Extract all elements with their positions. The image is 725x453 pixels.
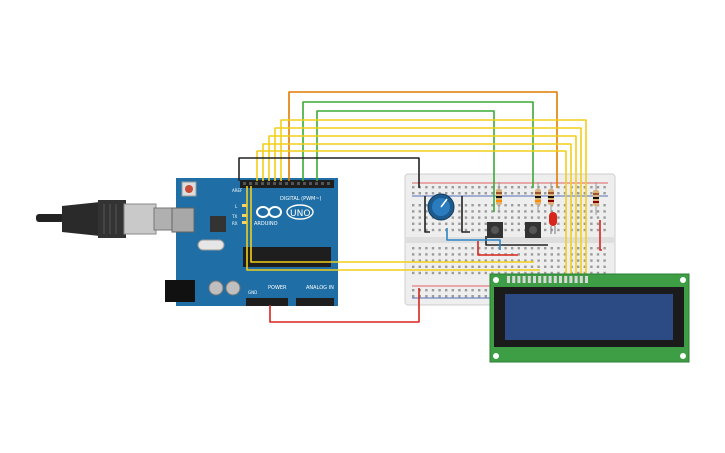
aref-label: AREF <box>232 188 243 193</box>
wire-black-3[interactable] <box>461 196 470 233</box>
tx-label: TX <box>231 214 237 219</box>
resistor-2[interactable] <box>535 182 541 212</box>
gnd-label: GND <box>248 290 257 295</box>
resistor-1[interactable] <box>496 182 502 212</box>
power-label: POWER <box>268 285 287 291</box>
analog-header[interactable] <box>296 298 334 306</box>
lcd-pins[interactable] <box>507 276 588 283</box>
power-header[interactable] <box>246 298 288 306</box>
potentiometer[interactable] <box>427 193 455 221</box>
digital-label: DIGITAL (PWM~) <box>280 196 322 202</box>
arduino-logo: ARDUINO UNO <box>254 204 314 227</box>
reset-button[interactable] <box>185 185 193 193</box>
atmega-chip <box>243 247 331 267</box>
analog-label: ANALOG IN <box>306 285 334 291</box>
wire-blue[interactable] <box>446 228 501 250</box>
wire-yellow-4[interactable] <box>262 143 572 285</box>
lcd-screen <box>505 294 673 340</box>
wire-yellow-2[interactable] <box>274 127 582 285</box>
pushbutton-1[interactable] <box>487 222 503 238</box>
pushbutton-2[interactable] <box>525 222 541 238</box>
lcd-display[interactable] <box>489 273 690 363</box>
wire-black-2[interactable] <box>424 196 430 233</box>
wire-yellow-6[interactable] <box>250 186 534 263</box>
wire-yellow-7[interactable] <box>246 186 540 271</box>
resistor-3[interactable] <box>548 182 554 212</box>
red-led[interactable] <box>549 212 557 234</box>
resistor-4[interactable] <box>593 182 599 215</box>
wire-green-2[interactable] <box>316 110 495 212</box>
wire-green-1[interactable] <box>302 101 534 188</box>
model-label: UNO <box>290 209 310 219</box>
wire-red-3[interactable] <box>477 241 518 256</box>
arduino-board[interactable]: DIGITAL (PWM~) AREF L TX RX ARDUINO UNO … <box>165 178 338 306</box>
wire-red-power[interactable] <box>269 288 420 323</box>
wire-red-2[interactable] <box>599 220 602 251</box>
rx-label: RX <box>232 221 238 226</box>
brand-label: ARDUINO <box>254 221 278 227</box>
wire-black-4[interactable] <box>485 236 548 246</box>
usb-cable[interactable] <box>36 200 175 238</box>
wire-yellow-5[interactable] <box>256 150 567 285</box>
wire-black-1[interactable] <box>238 157 420 188</box>
l-label: L <box>235 204 238 209</box>
